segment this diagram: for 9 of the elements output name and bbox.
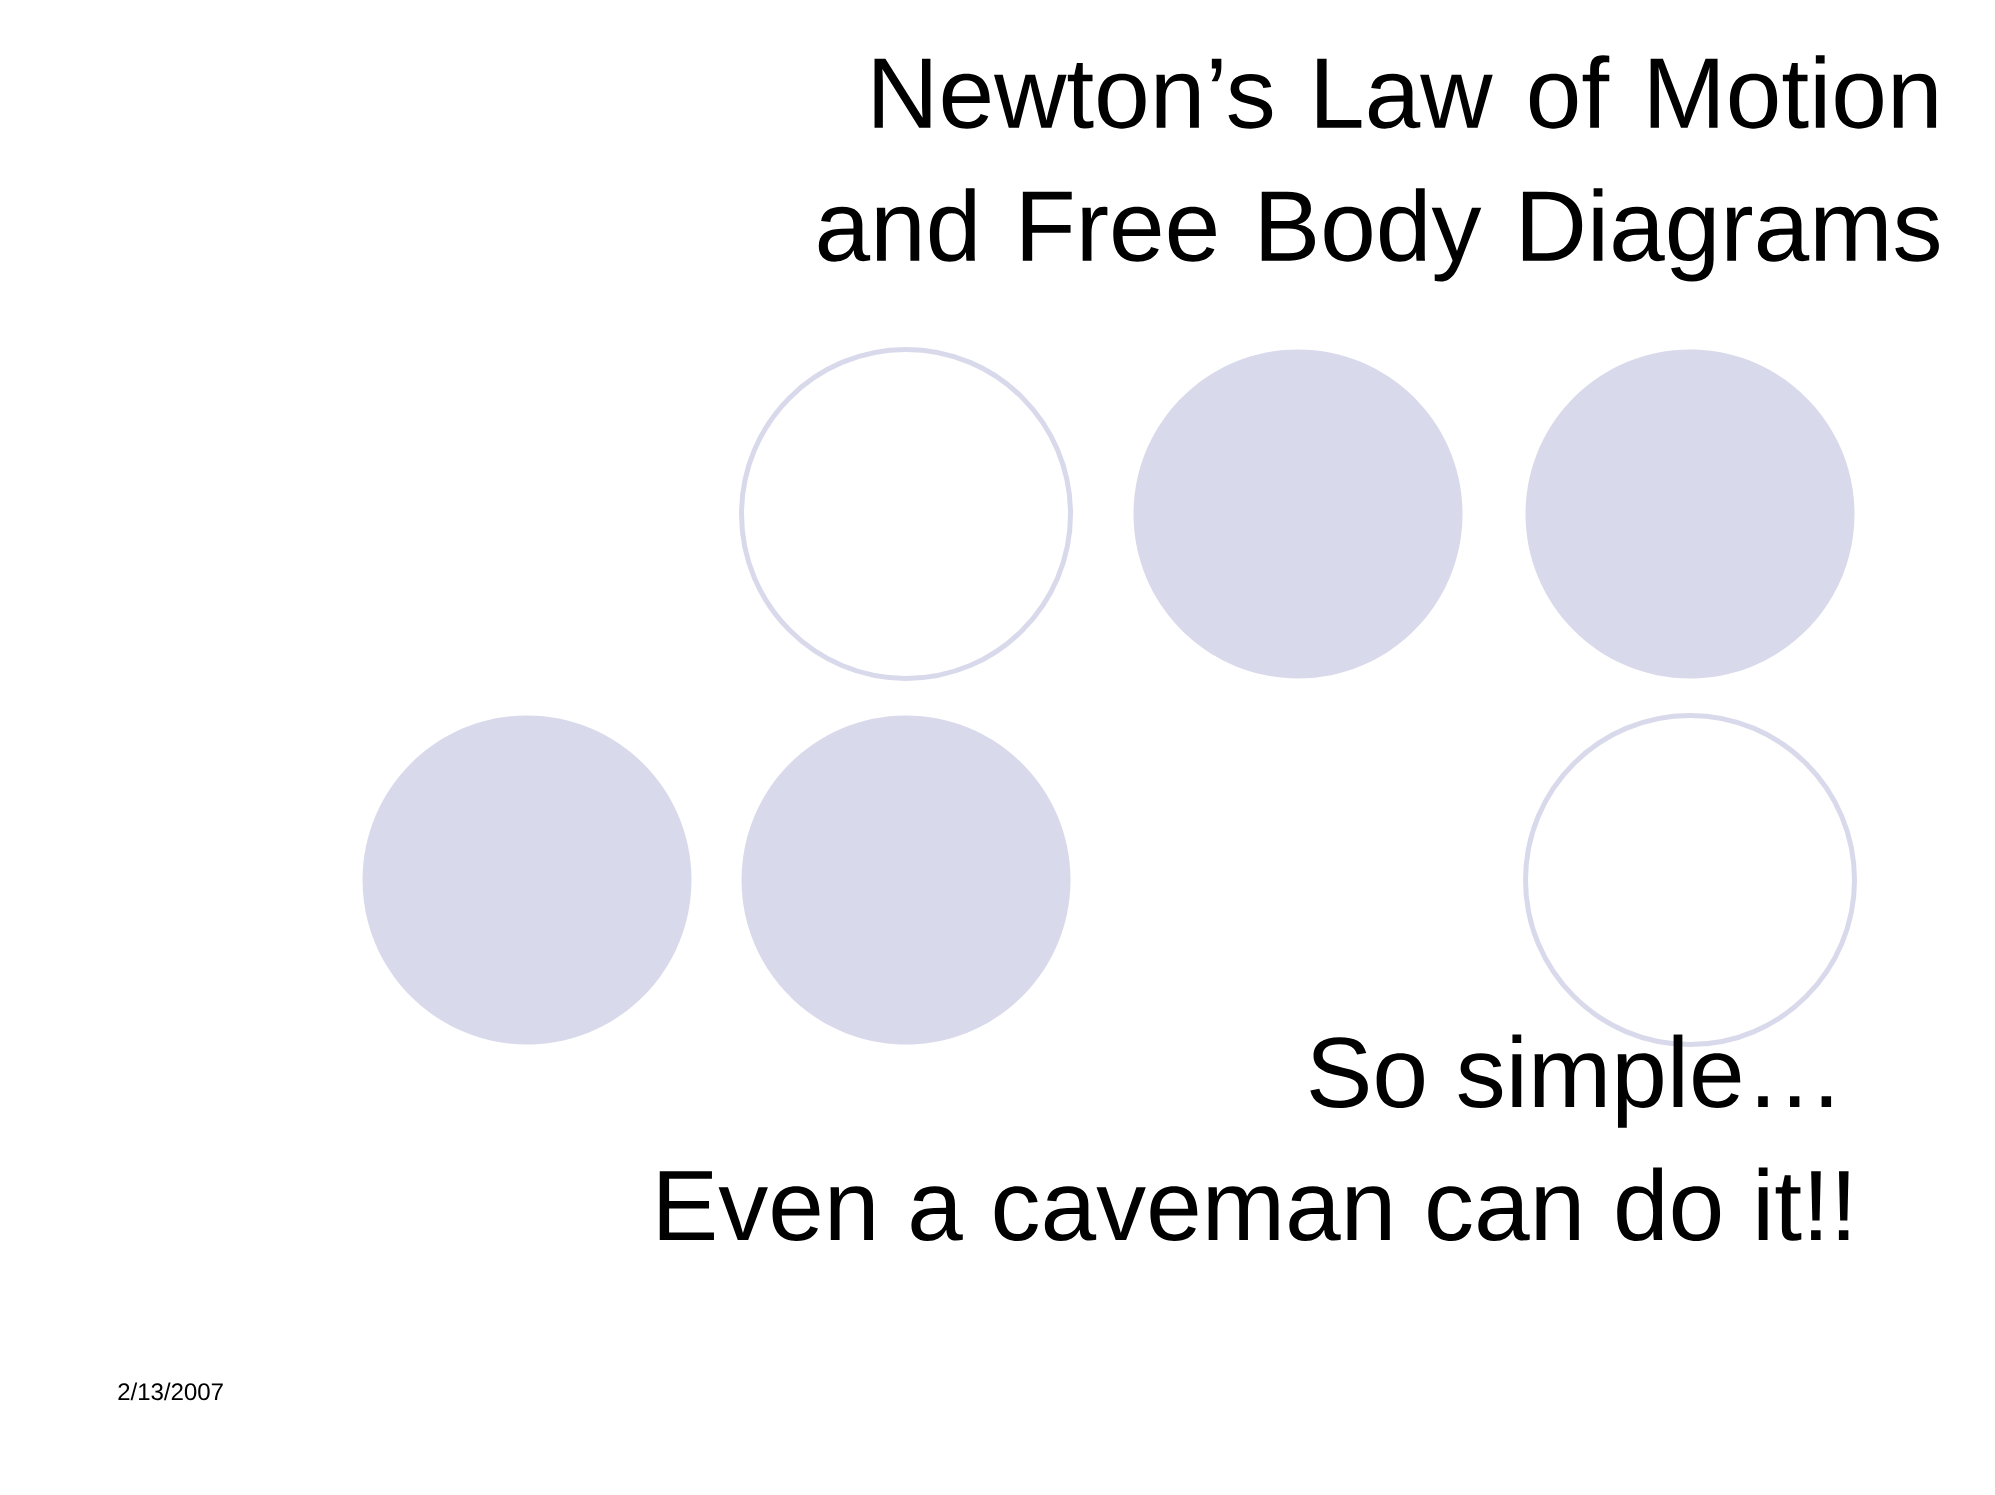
subtitle: Even a caveman can do it!!: [659, 1167, 1849, 1241]
filled-circle: [362, 715, 692, 1045]
filled-circle: [1133, 349, 1463, 679]
ring: [739, 347, 1073, 681]
date: 2/13/2007: [118, 1382, 223, 1401]
filled-circle: [741, 715, 1071, 1045]
filled-circle: [1525, 349, 1855, 679]
subtitle: So simple…: [1310, 1034, 1832, 1128]
title: Newton’s Law of Motion and Free Body Diagrams: [818, 55, 1939, 282]
